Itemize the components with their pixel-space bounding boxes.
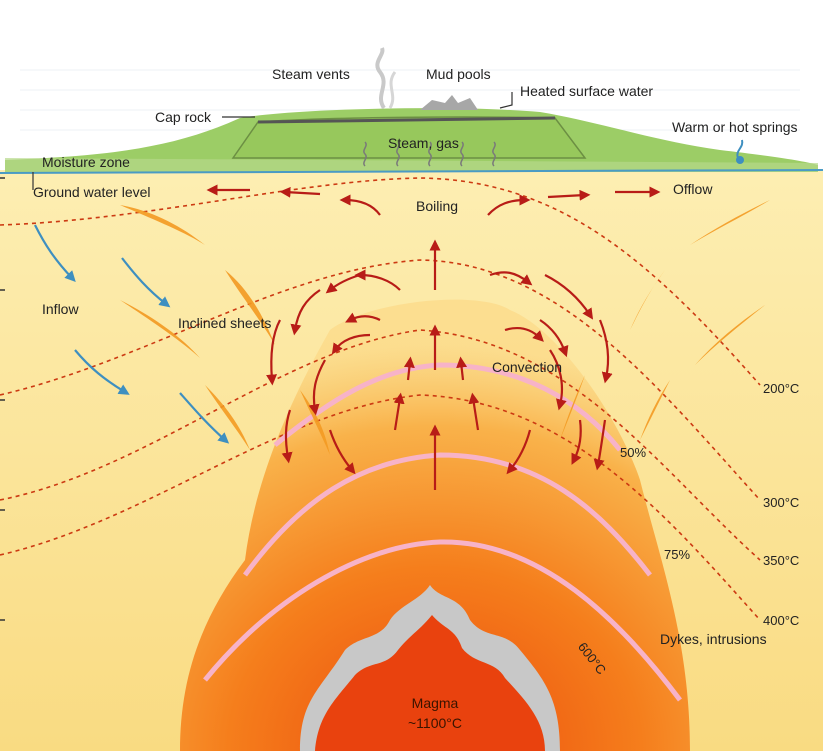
mud-pools	[420, 95, 478, 110]
cap-rock-line	[257, 116, 556, 124]
isotherm-label-400: 400°C	[763, 613, 800, 628]
label-ground-water-level: Ground water level	[33, 184, 151, 200]
isotherm-label-200: 200°C	[763, 381, 800, 396]
inflow-arrows	[34, 224, 230, 444]
label-dykes-intrusions: Dykes, intrusions	[660, 631, 767, 647]
label-mud-pools: Mud pools	[426, 66, 491, 82]
steam-vent-plume	[375, 47, 386, 110]
label-inflow: Inflow	[42, 301, 79, 317]
isotherm-label-300: 300°C	[763, 495, 800, 510]
inclined-sheet-jets	[120, 200, 770, 455]
isotherm-lines	[0, 177, 761, 621]
sky-lines	[20, 69, 800, 131]
label-offlow: Offlow	[673, 181, 713, 197]
heat-plume	[180, 299, 690, 751]
magma-chamber	[315, 615, 545, 751]
label-inclined-sheets: Inclined sheets	[178, 315, 272, 331]
isotherm-label-350: 350°C	[763, 553, 800, 568]
water-table-line	[0, 169, 823, 174]
label-cap-rock: Cap rock	[155, 109, 212, 125]
label-magma-temp: ~1100°C	[408, 715, 462, 731]
percent-label-50: 50%	[620, 445, 647, 460]
percent-label-75: 75%	[664, 547, 691, 562]
label-moisture-zone: Moisture zone	[42, 154, 130, 170]
pink-bands	[203, 362, 682, 702]
callout-lines	[32, 92, 513, 190]
label-warm-or-hot-springs: Warm or hot springs	[672, 119, 798, 135]
steam-squiggles	[363, 141, 496, 167]
label-magma: Magma	[411, 695, 459, 711]
convection-arrows	[266, 239, 613, 490]
moisture-zone-band	[5, 158, 818, 172]
label-steam-gas: Steam, gas	[388, 135, 459, 151]
label-heated-surface-water: Heated surface water	[520, 83, 654, 99]
surface-flow-arrows	[206, 184, 661, 216]
left-edge-ticks	[0, 177, 5, 621]
label-steam-vents: Steam vents	[272, 66, 350, 82]
label-boiling: Boiling	[416, 198, 459, 214]
label-convection: Convection	[492, 359, 563, 375]
hot-spring-drop	[736, 139, 744, 159]
